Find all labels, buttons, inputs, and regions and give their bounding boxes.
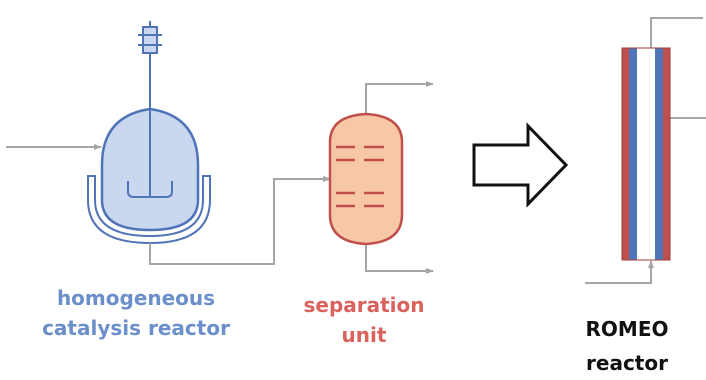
separation-unit bbox=[328, 81, 434, 274]
separation-column bbox=[328, 112, 404, 246]
homogeneous-catalysis-reactor bbox=[6, 21, 331, 265]
romeo-reactor bbox=[585, 17, 706, 284]
separation-label-line2: unit bbox=[341, 323, 387, 347]
separation-label-line1: separation bbox=[303, 293, 425, 317]
romeo-feed-pipe bbox=[585, 260, 654, 284]
stirrer-motor bbox=[138, 21, 162, 56]
separation-top-outlet bbox=[365, 81, 434, 114]
reactor-to-separation-pipe bbox=[149, 176, 331, 265]
stirrer-impeller bbox=[127, 181, 173, 198]
transition-arrow bbox=[472, 122, 569, 208]
romeo-label-line1: ROMEO bbox=[585, 317, 669, 341]
romeo-label-line2: reactor bbox=[586, 351, 668, 375]
romeo-label: ROMEO reactor bbox=[572, 312, 682, 380]
reactor-label: homogeneous catalysis reactor bbox=[18, 283, 254, 343]
romeo-column bbox=[621, 47, 671, 261]
romeo-top-outlet bbox=[650, 17, 703, 48]
reactor-jacket bbox=[87, 175, 211, 245]
separation-trays bbox=[336, 145, 384, 208]
separation-label: separation unit bbox=[296, 290, 432, 350]
reactor-label-line2: catalysis reactor bbox=[42, 316, 230, 340]
reactor-label-line1: homogeneous bbox=[56, 286, 216, 310]
separation-bottom-outlet bbox=[365, 244, 434, 274]
